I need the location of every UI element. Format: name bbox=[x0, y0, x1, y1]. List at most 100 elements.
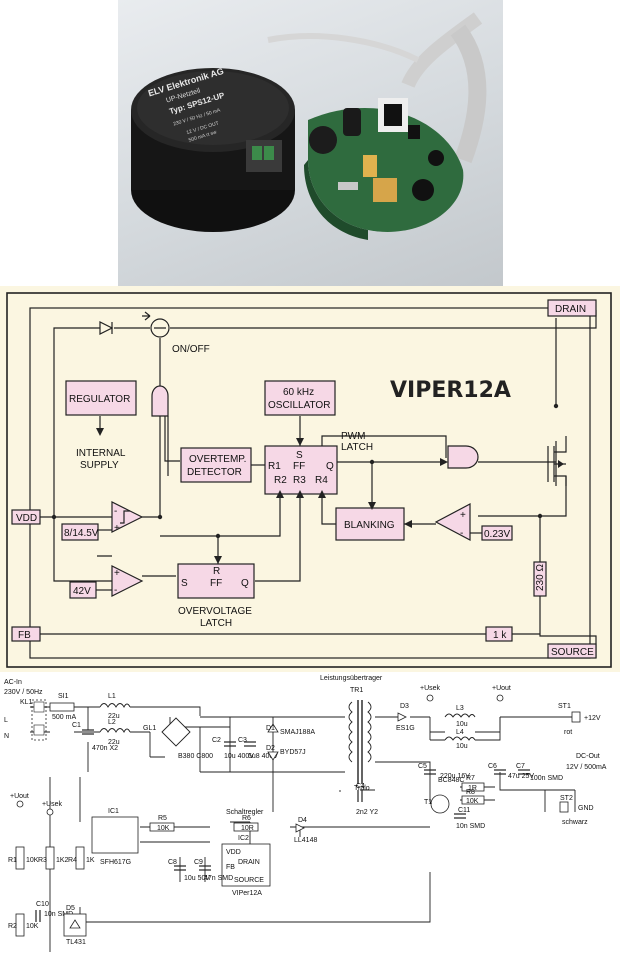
d1-diode-icon bbox=[267, 723, 279, 733]
fb-resistor bbox=[485, 626, 513, 642]
c3-label: C3 bbox=[238, 737, 247, 744]
ovp-threshold-label: 42V bbox=[73, 586, 91, 597]
r2-label: R2 bbox=[8, 923, 17, 930]
rot-label: rot bbox=[564, 729, 572, 736]
ff-r3: R3 bbox=[293, 475, 306, 486]
ovp-comparator-icon bbox=[111, 565, 144, 597]
l3-inductor bbox=[444, 713, 476, 718]
viper12a-block-diagram: ON/OFF DRAIN SOURCE VDD FB VIPER12A REGU… bbox=[0, 286, 620, 672]
schaltregler-label: Schaltregler bbox=[226, 809, 264, 816]
current-comparator-icon bbox=[434, 503, 471, 541]
regulator-label: REGULATOR bbox=[69, 394, 130, 405]
tralo-label: Tralo bbox=[354, 785, 370, 792]
ff-q: Q bbox=[326, 461, 334, 472]
d4-label: D4 bbox=[298, 817, 307, 824]
r8-resistor bbox=[461, 795, 485, 805]
ac-in-label: AC-In bbox=[4, 679, 22, 686]
diode-icon bbox=[99, 321, 114, 335]
ic2-fb: FB bbox=[226, 864, 235, 871]
vdd-pin-label: VDD bbox=[16, 513, 37, 524]
usek-label: +Usek bbox=[420, 685, 441, 692]
ic2-viper12a bbox=[221, 843, 271, 887]
pwm-and-gate-icon bbox=[447, 445, 479, 469]
plus12-label: +12V bbox=[584, 715, 601, 722]
ovl-ff: FF bbox=[210, 578, 222, 589]
r3-value: 1K2 bbox=[56, 857, 69, 864]
c4-value: 2n2 Y2 bbox=[356, 809, 378, 816]
ff-ff: FF bbox=[293, 461, 305, 472]
uvlo-threshold-label: 8/14.5V bbox=[64, 528, 99, 539]
source-pin-label: SOURCE bbox=[551, 647, 594, 658]
gnd-label: GND bbox=[578, 805, 594, 812]
gl1-bridge bbox=[161, 717, 191, 747]
r2-value: 10K bbox=[26, 923, 39, 930]
d1-label: D1 bbox=[266, 725, 275, 732]
uvlo-comparator-icon bbox=[111, 501, 144, 533]
svg-text:-: - bbox=[114, 585, 117, 596]
st1-connector bbox=[571, 711, 581, 723]
internal-supply-label-2: SUPPLY bbox=[80, 460, 119, 471]
source-pin bbox=[547, 643, 597, 659]
d5-label: D5 bbox=[66, 905, 75, 912]
d3-label: D3 bbox=[400, 703, 409, 710]
drain-pin-label: DRAIN bbox=[555, 304, 586, 315]
d4-value: LL4148 bbox=[294, 837, 317, 844]
dcout-label-2: 12V / 500mA bbox=[566, 764, 607, 771]
sense-resistor-label: 230 Ω bbox=[535, 564, 546, 591]
overtemp-label-1: OVERTEMP. bbox=[189, 454, 246, 465]
r1-resistor bbox=[15, 846, 25, 870]
d1-value: SMAJ188A bbox=[280, 729, 315, 736]
ic2-label: IC2 bbox=[238, 835, 249, 842]
r7-label: R7 bbox=[466, 775, 475, 782]
r3-resistor bbox=[45, 846, 55, 870]
t1-transistor bbox=[430, 794, 450, 814]
kl1-terminal bbox=[31, 699, 47, 741]
n-label: N bbox=[4, 733, 9, 740]
c8-label: C8 bbox=[168, 859, 177, 866]
ic2-drain: DRAIN bbox=[238, 859, 260, 866]
fb-resistor-label: 1 k bbox=[493, 630, 507, 641]
d3-value: ES1G bbox=[396, 725, 415, 732]
and-gate-icon bbox=[151, 385, 169, 417]
circuit-schematic: AC-In 230V / 50Hz KL1 L N SI1 500 mA L1 … bbox=[0, 672, 620, 958]
r3-label: R3 bbox=[38, 857, 47, 864]
si1-fuse bbox=[49, 702, 75, 712]
r4-label: R4 bbox=[68, 857, 77, 864]
r4-value: 1K bbox=[86, 857, 95, 864]
fb-pin-label: FB bbox=[18, 630, 31, 641]
overtemp-label-2: DETECTOR bbox=[187, 467, 242, 478]
schwarz-label: schwarz bbox=[562, 819, 588, 826]
l2-value: 22u bbox=[108, 739, 120, 746]
sense-resistor bbox=[533, 561, 547, 597]
d2-label: D2 bbox=[266, 745, 275, 752]
pwm-label-2: LATCH bbox=[341, 442, 373, 453]
overvoltage-latch-block bbox=[177, 563, 255, 599]
c2-label: C2 bbox=[212, 737, 221, 744]
svg-text:+: + bbox=[114, 523, 120, 534]
pwm-latch-block bbox=[264, 445, 338, 495]
l3-value: 10u bbox=[456, 721, 468, 728]
ic2-source: SOURCE bbox=[234, 877, 264, 884]
l4-value: 10u bbox=[456, 743, 468, 750]
l-label: L bbox=[4, 717, 8, 724]
ovl-q: Q bbox=[241, 578, 249, 589]
ovl-label-1: OVERVOLTAGE bbox=[178, 606, 252, 617]
kl1-label: KL1 bbox=[20, 699, 33, 706]
tr1-title: Leistungsübertrager bbox=[320, 675, 383, 682]
uvlo-threshold-box bbox=[61, 523, 99, 541]
c10-label: C10 bbox=[36, 901, 49, 908]
svg-text:+: + bbox=[114, 568, 120, 579]
r7-resistor bbox=[461, 782, 485, 792]
vdd-pin bbox=[11, 509, 41, 525]
gl1-value: B380 C800 bbox=[178, 753, 213, 760]
d3-diode-icon bbox=[397, 712, 407, 722]
ovl-r: R bbox=[213, 566, 220, 577]
gl1-label: GL1 bbox=[143, 725, 156, 732]
d2-value: BYD57J bbox=[280, 749, 306, 756]
ff-r1: R1 bbox=[268, 461, 281, 472]
regulator-block bbox=[65, 380, 137, 416]
ovl-s: S bbox=[181, 578, 188, 589]
svg-text:-: - bbox=[114, 506, 117, 517]
ff-r4: R4 bbox=[315, 475, 328, 486]
c6-value: 47u 25V bbox=[508, 773, 534, 780]
